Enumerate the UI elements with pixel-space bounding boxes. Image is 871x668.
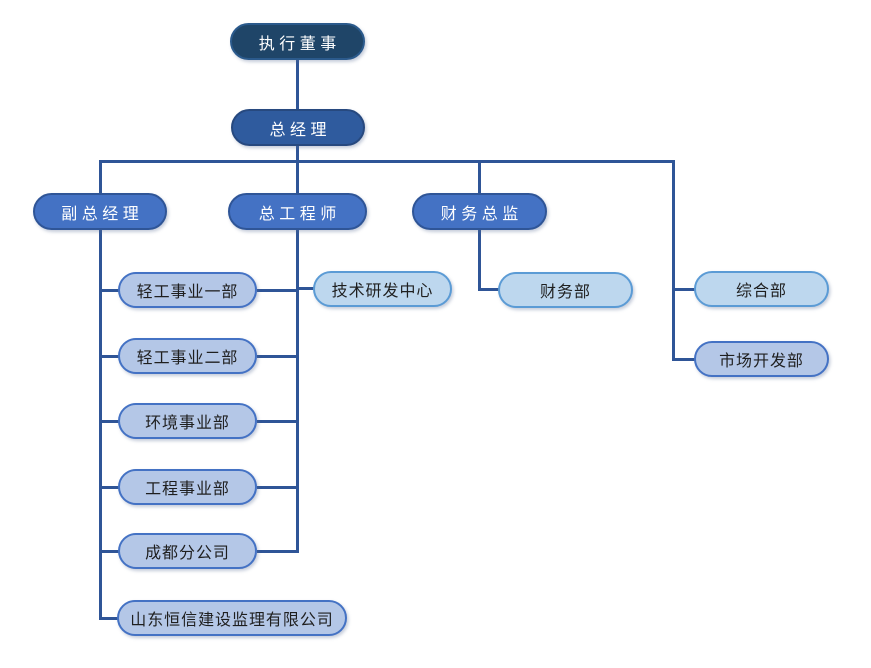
connector-stub-left-div2: [99, 355, 119, 358]
connector-stub-right-div1: [257, 289, 297, 292]
node-deputy-general-manager: 副总经理: [33, 193, 167, 230]
connector-deputy-trunk: [99, 230, 102, 620]
node-general-affairs-dept: 综合部: [694, 271, 829, 307]
node-chengdu-branch: 成都分公司: [118, 533, 257, 569]
connector-bus-to-cfo: [478, 160, 481, 193]
connector-stub-left-shandong: [99, 617, 118, 620]
connector-bus-to-chief: [296, 160, 299, 193]
connector-gm-to-bus: [296, 146, 299, 163]
node-market-dev-dept: 市场开发部: [694, 341, 829, 377]
node-engineering-div: 工程事业部: [118, 469, 257, 505]
connector-stub-left-eng: [99, 486, 119, 489]
node-executive-director: 执行董事: [230, 23, 365, 60]
node-tech-rd-center: 技术研发中心: [313, 271, 452, 307]
connector-stub-market-dev: [672, 358, 695, 361]
connector-bus-horizontal: [99, 160, 675, 163]
node-light-industry-div-1: 轻工事业一部: [118, 272, 257, 308]
connector-bus-right-drop: [672, 160, 675, 361]
connector-stub-finance-dept: [478, 288, 499, 291]
connector-stub-right-env: [257, 420, 297, 423]
connector-chief-trunk: [296, 230, 299, 553]
connector-stub-left-env: [99, 420, 119, 423]
node-finance-director: 财务总监: [412, 193, 547, 230]
node-chief-engineer: 总工程师: [228, 193, 367, 230]
connector-stub-left-div1: [99, 289, 119, 292]
node-shandong-hengxin: 山东恒信建设监理有限公司: [117, 600, 347, 636]
node-finance-dept: 财务部: [498, 272, 633, 308]
connector-stub-left-chengdu: [99, 550, 119, 553]
connector-cfo-drop: [478, 230, 481, 291]
node-general-manager: 总经理: [231, 109, 365, 146]
node-environment-div: 环境事业部: [118, 403, 257, 439]
connector-stub-tech-rd: [296, 287, 314, 290]
connector-stub-right-div2: [257, 355, 297, 358]
connector-exec-to-gm: [296, 60, 299, 110]
connector-bus-to-deputy: [99, 160, 102, 193]
connector-stub-right-chengdu: [257, 550, 297, 553]
connector-stub-general-affairs: [672, 288, 695, 291]
connector-stub-right-eng: [257, 486, 297, 489]
node-light-industry-div-2: 轻工事业二部: [118, 338, 257, 374]
